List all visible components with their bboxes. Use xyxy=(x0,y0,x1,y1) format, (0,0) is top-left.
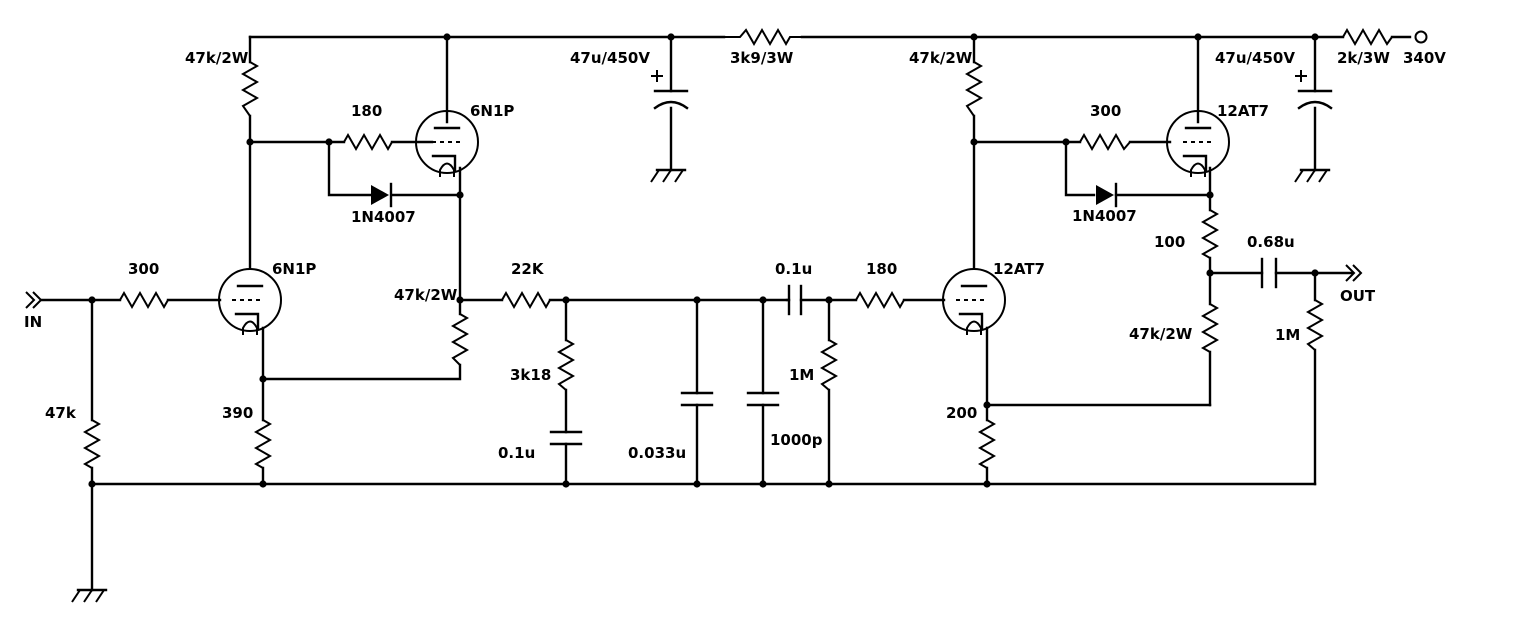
resistor-1m-grid xyxy=(819,339,839,391)
capacitor-0-68u xyxy=(1260,257,1278,289)
resistor-200 xyxy=(977,419,997,469)
label-s2-tube-bottom: 12AT7 xyxy=(993,260,1045,278)
resistor-22k xyxy=(501,290,551,310)
ground-input xyxy=(71,588,108,603)
resistor-47k-2w-s2-plate xyxy=(1200,303,1220,353)
label-r-2k: 2k/3W xyxy=(1337,49,1390,67)
label-r-3k9: 3k9/3W xyxy=(730,49,794,67)
output-terminal xyxy=(1345,264,1363,282)
label-c-47u-2: 47u/450V xyxy=(1215,49,1295,67)
label-s1-r-plate: 47k/2W xyxy=(394,286,458,304)
resistor-300-input xyxy=(119,290,169,310)
label-s1-r-gnd: 47k xyxy=(45,404,77,422)
capacitor-0-033u xyxy=(680,391,714,407)
tube-6n1p-upper xyxy=(415,110,479,177)
label-s2-c-out: 0.68u xyxy=(1247,233,1295,251)
resistor-1m-out xyxy=(1305,299,1325,351)
label-s2-r-plate: 47k/2W xyxy=(1129,325,1193,343)
label-s1-tube-top: 6N1P xyxy=(470,102,514,120)
wires xyxy=(40,35,1412,592)
label-out: OUT xyxy=(1340,287,1376,305)
resistor-180-s1 xyxy=(343,132,393,152)
label-s1-tube-bottom: 6N1P xyxy=(272,260,316,278)
label-s2-r-top: 47k/2W xyxy=(909,49,973,67)
label-f-c-033u: 0.033u xyxy=(628,444,686,462)
label-in: IN xyxy=(24,313,42,331)
label-s2-r-cathode: 200 xyxy=(946,404,977,422)
label-f-c-0-1u: 0.1u xyxy=(498,444,535,462)
resistor-47k-2w-s1-top xyxy=(240,61,260,117)
label-s1-r-top: 47k/2W xyxy=(185,49,249,67)
tube-12at7-lower xyxy=(942,268,1006,335)
junction-dots xyxy=(88,33,1319,488)
ground-cap2 xyxy=(1294,168,1331,183)
label-s1-diode: 1N4007 xyxy=(351,208,416,226)
diode-1n4007-s1 xyxy=(371,182,393,208)
resistor-100 xyxy=(1200,209,1220,259)
tube-12at7-upper xyxy=(1166,110,1230,177)
terminals xyxy=(25,30,1428,309)
label-s1-r-grid: 180 xyxy=(351,102,382,120)
capacitor-47u-2 xyxy=(1295,70,1333,110)
resistor-2k xyxy=(1342,27,1393,47)
label-f-c-coupling: 0.1u xyxy=(775,260,812,278)
label-s2-r-1m: 1M xyxy=(1275,326,1300,344)
label-s1-r-input: 300 xyxy=(128,260,159,278)
diodes xyxy=(371,182,1118,208)
label-s2-r-grid: 300 xyxy=(1090,102,1121,120)
tubes xyxy=(218,110,1230,335)
capacitors xyxy=(549,70,1333,446)
ground-cap1 xyxy=(650,168,687,183)
resistor-300-s2 xyxy=(1079,132,1131,152)
label-s2-r-100: 100 xyxy=(1154,233,1185,251)
input-terminal xyxy=(25,291,43,309)
label-s2-diode: 1N4007 xyxy=(1072,207,1137,225)
supply-terminal xyxy=(1414,30,1428,44)
resistors xyxy=(82,27,1393,469)
tube-6n1p-lower xyxy=(218,268,282,335)
resistor-47k-input-gnd xyxy=(82,419,102,469)
label-s2-r-input: 180 xyxy=(866,260,897,278)
label-c-47u-1: 47u/450V xyxy=(570,49,650,67)
capacitor-0-1u-shunt xyxy=(549,430,583,446)
label-f-r-1m: 1M xyxy=(789,366,814,384)
ground-symbols xyxy=(71,168,1331,603)
labels: IN OUT 340V 2k/3W 3k9/3W 47u/450V 47u/45… xyxy=(24,49,1446,462)
resistor-180-s2 xyxy=(855,290,905,310)
label-f-c-1000p: 1000p xyxy=(770,431,823,449)
label-s2-tube-top: 12AT7 xyxy=(1217,102,1269,120)
label-s1-r-cathode: 390 xyxy=(222,404,253,422)
resistor-47k-2w-s2-top xyxy=(964,61,984,117)
capacitor-47u-1 xyxy=(651,70,689,110)
resistor-390 xyxy=(253,419,273,469)
label-supply: 340V xyxy=(1403,49,1446,67)
resistor-47k-2w-s1-plate xyxy=(450,313,470,366)
resistor-3k18 xyxy=(556,339,576,391)
capacitor-0-1u-coupling xyxy=(785,284,803,316)
label-f-r-22k: 22K xyxy=(511,260,545,278)
resistor-3k9 xyxy=(724,27,802,47)
label-f-r-3k18: 3k18 xyxy=(510,366,551,384)
diode-1n4007-s2 xyxy=(1096,182,1118,208)
capacitor-1000p xyxy=(746,391,780,407)
